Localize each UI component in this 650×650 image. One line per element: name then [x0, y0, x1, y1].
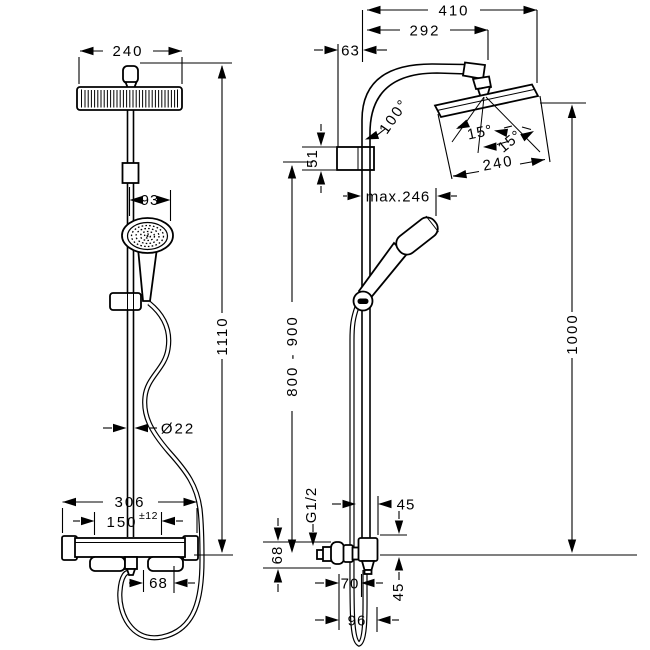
dim-wall-offset: 63 [314, 43, 387, 60]
valve-elbow-block [357, 537, 379, 562]
svg-text:96: 96 [348, 613, 367, 630]
svg-text:240: 240 [112, 43, 143, 60]
overhead-shower-side [433, 83, 540, 119]
dim-hose-clearance: 70 [315, 574, 383, 630]
dim-head-depth: 240 [437, 95, 551, 181]
svg-text:800 - 900: 800 - 900 [284, 315, 301, 396]
dim-outlet-vertical: 45 [380, 511, 407, 601]
dim-hand-shower-width: 93 [128, 187, 172, 221]
hand-shower-front [121, 217, 174, 302]
svg-text:410: 410 [438, 3, 469, 20]
valve-body-front [74, 537, 186, 558]
dim-outlet-spacing: 68 [129, 566, 195, 593]
svg-text:Ø22: Ø22 [161, 421, 195, 438]
svg-text:240: 240 [481, 153, 515, 175]
shower-pipe-front [121, 110, 140, 537]
svg-text:63: 63 [341, 43, 360, 60]
hand-shower-side [357, 215, 439, 302]
overhead-shower-front [76, 65, 183, 111]
svg-text:51: 51 [304, 149, 321, 168]
svg-text:1110: 1110 [214, 316, 231, 355]
shower-head-plate-side [433, 83, 540, 119]
front-view: 240 1110 93 Ø22 [61, 43, 233, 641]
svg-text:68: 68 [269, 546, 286, 565]
slide-holder-side [352, 290, 374, 312]
side-view: 15° 15° 100° 240 410 [263, 3, 637, 647]
svg-text:max.246: max.246 [366, 189, 431, 206]
dim-overall-reach: 410 [361, 3, 538, 83]
dim-pipe-diameter: Ø22 [103, 421, 195, 438]
pipe-sleeve [121, 162, 140, 184]
shower-hose-front [117, 300, 205, 641]
valve-handle-left [89, 556, 126, 572]
svg-text:68: 68 [149, 575, 168, 592]
svg-text:70: 70 [341, 576, 360, 593]
svg-text:45: 45 [390, 583, 407, 602]
svg-text:G1/2: G1/2 [303, 487, 320, 524]
thermostat-valve-side [316, 537, 379, 575]
thermostat-valve-front [61, 535, 199, 576]
shower-hose-side [349, 306, 368, 647]
wall-escutcheon [330, 541, 345, 565]
dim-valve-vertical: 68 [263, 518, 331, 592]
dim-outlet-horizontal: 45 [332, 496, 416, 535]
dim-head-width: 240 [78, 43, 183, 84]
svg-text:45: 45 [397, 497, 416, 514]
dim-hose-loop-width: 96 [315, 607, 399, 632]
slide-holder-front [109, 292, 142, 311]
svg-text:100°: 100° [376, 96, 412, 138]
svg-text:93: 93 [141, 192, 160, 209]
hose-outlet-front [124, 556, 138, 570]
dim-arm-reach: 292 [367, 23, 489, 60]
dim-thread-size: G1/2 [303, 487, 320, 546]
shower-pipe-side [361, 63, 469, 538]
svg-text:306: 306 [114, 494, 145, 511]
wall-bracket-side [336, 146, 375, 171]
svg-text:292: 292 [409, 23, 440, 40]
dim-bar-adjust-range: 800 - 900 [283, 161, 313, 553]
shower-arm-joint [461, 61, 493, 100]
dim-total-height: 1110 [140, 62, 233, 556]
hose-outlet-side [360, 560, 376, 571]
svg-text:±12: ±12 [139, 510, 158, 522]
dim-max-projection: max.246 [343, 188, 457, 216]
shower-head-spray-hatch [84, 90, 176, 108]
svg-text:150: 150 [106, 514, 137, 531]
valve-handle-right [147, 556, 184, 572]
dim-hose-drop: 1000 [540, 102, 586, 553]
dim-connection-spacing: 150 ±12 [73, 510, 183, 535]
dim-valve-width: 306 [61, 494, 198, 533]
dim-bracket-height: 51 [302, 124, 336, 193]
hand-shower-head-side [395, 216, 439, 256]
svg-text:1000: 1000 [564, 313, 581, 354]
svg-text:15°: 15° [466, 122, 495, 144]
